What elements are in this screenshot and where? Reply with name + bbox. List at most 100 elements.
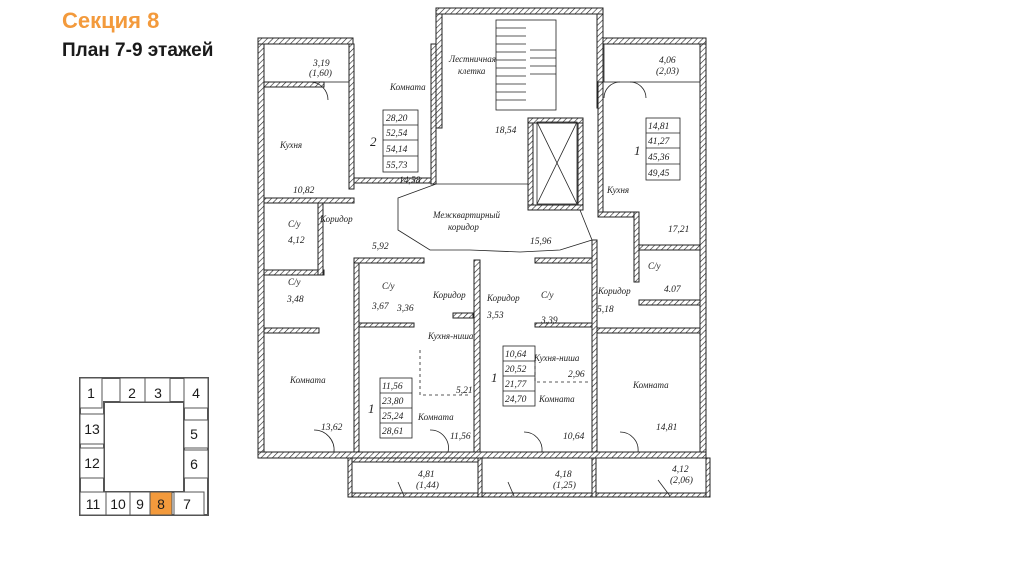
room-area: 3,36 xyxy=(396,304,414,314)
balcony-area-sub: (1,25) xyxy=(553,480,576,491)
apartment-rooms: 2 xyxy=(370,134,377,149)
apartment-area: 20,52 xyxy=(505,365,527,375)
svg-text:1: 1 xyxy=(87,385,95,401)
room-area: 14,58 xyxy=(399,176,421,186)
room-name: Коридор xyxy=(319,214,353,224)
apartment-area: 45,36 xyxy=(648,153,670,163)
svg-text:5: 5 xyxy=(190,426,198,442)
room-area: 2,96 xyxy=(568,370,585,380)
apartment-1room-bottom-left[interactable]: 1 11,56 23,80 25,24 28,61 xyxy=(368,377,413,439)
apartment-area: 21,77 xyxy=(505,380,528,390)
apartment-area: 55,73 xyxy=(386,161,408,171)
svg-text:10: 10 xyxy=(110,496,126,512)
room-name: Комната xyxy=(632,380,669,390)
key-section-13[interactable]: 13 xyxy=(79,413,105,445)
room-name: Кухня-ниша xyxy=(427,331,474,341)
key-section-10[interactable]: 10 xyxy=(105,491,131,516)
svg-text:9: 9 xyxy=(136,496,144,512)
room-name: С/у xyxy=(288,219,301,229)
apartment-area: 54,14 xyxy=(386,145,408,155)
inner-walls xyxy=(263,43,701,453)
svg-text:13: 13 xyxy=(84,421,100,437)
section-title: Секция 8 xyxy=(62,8,160,33)
room-name: Комната xyxy=(389,82,426,92)
room-area: 13,62 xyxy=(321,423,343,433)
balcony-area: 4,12 xyxy=(672,465,689,475)
inter-apartment-corridor xyxy=(397,183,593,253)
balcony-area-sub: (2,03) xyxy=(656,66,679,77)
key-section-1[interactable]: 1 xyxy=(79,377,103,409)
svg-text:2: 2 xyxy=(128,385,136,401)
apartment-1room-bottom-mid[interactable]: 1 10,64 20,52 21,77 24,70 xyxy=(491,345,536,407)
room-name: Кухня xyxy=(279,140,302,150)
balcony-area: 4,18 xyxy=(555,470,572,480)
stair-area: 18,54 xyxy=(495,126,517,136)
room-area: 3,48 xyxy=(286,295,304,305)
key-section-11[interactable]: 11 xyxy=(79,491,107,516)
floor-plan-subtitle: План 7-9 этажей xyxy=(62,40,214,61)
svg-text:7: 7 xyxy=(183,496,191,512)
apartment-area: 11,56 xyxy=(382,382,403,392)
room-name: Комната xyxy=(538,394,575,404)
apartment-rooms: 1 xyxy=(491,370,498,385)
apartment-area: 28,20 xyxy=(386,114,408,124)
balcony-area-sub: (1,44) xyxy=(416,480,439,491)
room-name: С/у xyxy=(288,277,301,287)
svg-text:3: 3 xyxy=(154,385,162,401)
room-name: Коридор xyxy=(432,290,466,300)
room-name: Коридор xyxy=(486,293,520,303)
svg-text:11: 11 xyxy=(86,496,101,512)
stair-label: Лестничная xyxy=(448,54,496,64)
room-area: 5,92 xyxy=(372,242,389,252)
room-name: Коридор xyxy=(597,286,631,296)
balcony-area: 4,06 xyxy=(659,56,676,66)
key-section-5[interactable]: 5 xyxy=(183,419,209,449)
key-section-2[interactable]: 2 xyxy=(119,377,146,403)
apartment-rooms: 1 xyxy=(634,143,641,158)
key-section-3[interactable]: 3 xyxy=(144,377,171,403)
svg-text:4: 4 xyxy=(192,385,200,401)
key-section-7[interactable]: 7 xyxy=(173,491,205,516)
room-area: 11,56 xyxy=(450,432,471,442)
room-area: 10,82 xyxy=(293,186,315,196)
apartment-area: 25,24 xyxy=(382,412,404,422)
key-section-8-active[interactable]: 8 xyxy=(149,491,173,516)
apartment-area: 28,61 xyxy=(382,427,403,437)
balcony-area-sub: (2,06) xyxy=(670,475,693,486)
balcony-area: 4,81 xyxy=(418,470,435,480)
room-area: 5,21 xyxy=(456,386,473,396)
apartment-rooms: 1 xyxy=(368,401,375,416)
room-area: 14,81 xyxy=(656,423,677,433)
room-area: 10,64 xyxy=(563,432,585,442)
room-area: 5,18 xyxy=(597,305,614,315)
apartment-1room-top-right[interactable]: 1 14,81 41,27 45,36 49,45 xyxy=(634,117,681,181)
room-area: 3,53 xyxy=(486,311,504,321)
stairs xyxy=(495,19,578,205)
hall-area: 15,96 xyxy=(530,237,552,247)
hall-name: коридор xyxy=(448,222,479,232)
room-area: 4,12 xyxy=(288,236,305,246)
apartment-area: 41,27 xyxy=(648,137,671,147)
key-section-12[interactable]: 12 xyxy=(79,447,105,479)
balcony-area-sub: (1,60) xyxy=(309,68,332,79)
room-area: 3,39 xyxy=(540,316,558,326)
key-section-9[interactable]: 9 xyxy=(129,491,151,516)
svg-text:8: 8 xyxy=(157,496,165,512)
apartment-2room-top-left[interactable]: 2 28,20 52,54 54,14 55,73 xyxy=(370,109,419,173)
stair-label: клетка xyxy=(458,66,486,76)
key-section-6[interactable]: 6 xyxy=(183,449,209,479)
apartment-area: 24,70 xyxy=(505,395,527,405)
hall-name: Межквартирный xyxy=(432,210,501,220)
apartment-area: 14,81 xyxy=(648,122,669,132)
apartment-area: 49,45 xyxy=(648,169,670,179)
balconies-bottom xyxy=(347,457,711,498)
key-plan: 1 2 3 4 5 6 7 8 9 10 11 12 13 xyxy=(79,377,209,516)
room-name: Кухня xyxy=(606,185,629,195)
room-name: С/у xyxy=(648,261,661,271)
room-name: Комната xyxy=(289,375,326,385)
svg-text:12: 12 xyxy=(84,455,100,471)
svg-text:6: 6 xyxy=(190,456,198,472)
key-section-4[interactable]: 4 xyxy=(183,377,209,409)
apartment-area: 52,54 xyxy=(386,129,408,139)
